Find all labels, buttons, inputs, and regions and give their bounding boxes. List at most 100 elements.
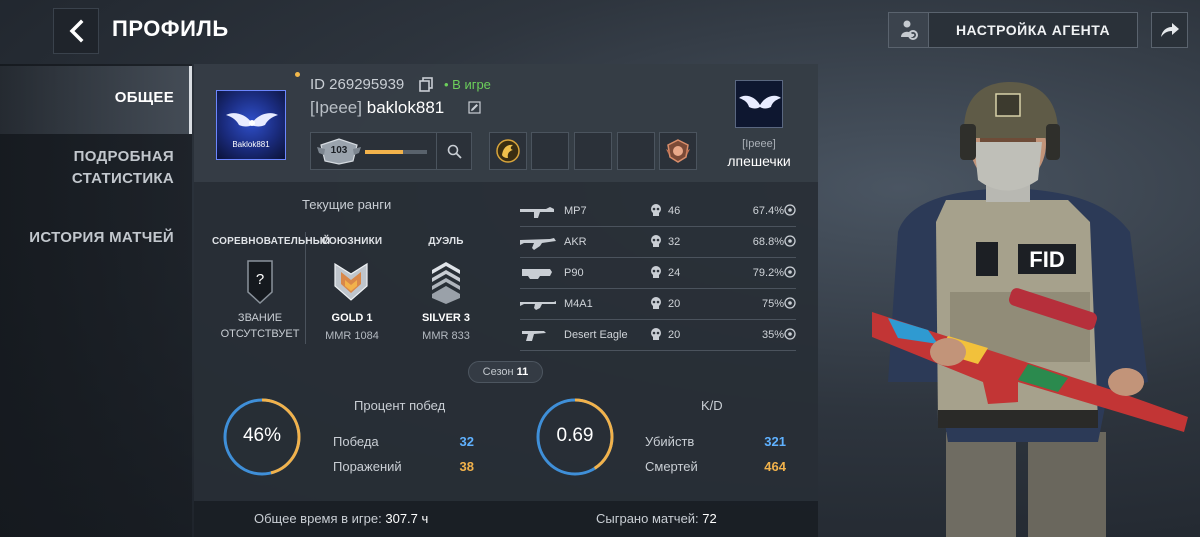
rank-divider: [305, 232, 306, 344]
profile-header: Baklok881 ID 269295939 • В игре [Ipeee] …: [194, 64, 818, 182]
weapon-kills: 32: [668, 236, 681, 248]
rank-name-duel: SILVER 3: [421, 312, 471, 324]
weapon-kills: 20: [668, 329, 681, 341]
winrate-title: Процент побед: [354, 398, 446, 413]
edit-pencil-icon[interactable]: [468, 101, 481, 114]
weapon-accuracy: 75%: [761, 298, 784, 310]
weapon-name: MP7: [564, 205, 587, 217]
nav-label: СТАТИСТИКА: [71, 170, 174, 187]
agent-character-figure: FID: [872, 82, 1188, 537]
page-title: ПРОФИЛЬ: [112, 16, 229, 41]
level-progress-bar: [365, 150, 427, 154]
kills-label: Убийств: [645, 434, 695, 449]
deaths-label: Смертей: [645, 459, 698, 474]
rank-mode-duel: ДУЭЛЬ: [428, 236, 464, 247]
level-search-button[interactable]: [436, 133, 472, 169]
weapon-row[interactable]: Desert Eagle 20 35%: [520, 320, 796, 351]
avatar-name: Baklok881: [232, 140, 270, 149]
weapon-row[interactable]: M4A1 20 75%: [520, 289, 796, 320]
winrate-value: 46%: [242, 425, 282, 446]
golden-dragon-badge-icon: [496, 139, 520, 163]
playtime: Общее время в игре: 307.7 ч: [254, 511, 428, 526]
season-label: Сезон: [482, 366, 514, 378]
panel-footer: Общее время в игре: 307.7 ч Сыграно матч…: [194, 501, 818, 537]
rank-mode-allies: СОЮЗНИКИ: [321, 236, 383, 247]
profile-panel: Baklok881 ID 269295939 • В игре [Ipeee] …: [194, 64, 818, 537]
skull-icon: [651, 266, 661, 278]
badge-slot-dragon[interactable]: [489, 132, 527, 170]
clan-logo[interactable]: [735, 80, 783, 128]
gold-rank-icon[interactable]: [331, 260, 371, 304]
weapon-name: P90: [564, 267, 584, 279]
skull-icon: [651, 235, 661, 247]
nav-item-detailed-stats[interactable]: ПОДРОБНАЯ СТАТИСТИКА: [72, 146, 174, 190]
kd-ring: [536, 398, 614, 476]
wings-emblem-icon: [226, 113, 278, 127]
kd-title: K/D: [701, 398, 723, 413]
matches-value: 72: [702, 511, 717, 526]
side-nav: ОБЩЕЕ ПОДРОБНАЯ СТАТИСТИКА ИСТОРИЯ МАТЧЕ…: [0, 64, 192, 537]
silver-rank-icon[interactable]: [428, 260, 464, 306]
clan-name: лпешечки: [727, 153, 791, 169]
share-button[interactable]: [1151, 12, 1188, 48]
headshot-target-icon: [784, 204, 796, 216]
badge-slot-empty-1[interactable]: [531, 132, 569, 170]
weapon-accuracy: 35%: [761, 329, 784, 341]
rank-name-allies: GOLD 1: [331, 312, 373, 324]
headshot-target-icon: [784, 297, 796, 309]
no-rank-icon[interactable]: ?: [247, 260, 273, 304]
agent-settings-button[interactable]: НАСТРОЙКА АГЕНТА: [888, 12, 1138, 48]
badge-slot-empty-3[interactable]: [617, 132, 655, 170]
clan-wings-icon: [739, 95, 781, 109]
badge-slot-empty-2[interactable]: [574, 132, 612, 170]
search-icon: [447, 144, 462, 159]
weapon-name: M4A1: [564, 298, 593, 310]
nav-item-general[interactable]: ОБЩЕЕ: [115, 87, 174, 109]
agent-gear-icon: [889, 13, 929, 47]
copy-icon[interactable]: [419, 77, 433, 92]
losses-value: 38: [459, 459, 474, 474]
online-status: • В игре: [444, 77, 491, 92]
weapon-name: Desert Eagle: [564, 329, 628, 341]
nav-label: ОБЩЕЕ: [114, 89, 174, 106]
season-selector[interactable]: Сезон 11: [468, 361, 543, 383]
level-progress-fill: [365, 150, 404, 154]
weapon-row[interactable]: MP7 46 67.4%: [520, 196, 796, 227]
nav-item-match-history[interactable]: ИСТОРИЯ МАТЧЕЙ: [29, 227, 174, 249]
back-button[interactable]: [53, 8, 99, 54]
weapon-kills: 24: [668, 267, 681, 279]
weapon-silhouette-icon: [522, 331, 546, 341]
weapon-kills: 46: [668, 205, 681, 217]
losses-label: Поражений: [333, 459, 402, 474]
ranks-title: Текущие ранги: [302, 197, 392, 212]
matches-played: Сыграно матчей: 72: [596, 511, 717, 526]
nav-active-highlight: [0, 66, 192, 134]
player-id: ID 269295939: [310, 76, 405, 93]
skull-icon: [651, 297, 661, 309]
headshot-target-icon: [784, 266, 796, 278]
badge-slot-medal[interactable]: [659, 132, 697, 170]
svg-text:?: ?: [256, 271, 264, 288]
weapon-accuracy: 67.4%: [752, 205, 784, 217]
chevron-left-icon: [69, 19, 84, 43]
weapon-silhouette-icon: [520, 207, 554, 218]
rank-mode-competitive: СОРЕВНОВАТЕЛЬНЫЙ: [212, 236, 331, 247]
wins-label: Победа: [333, 434, 379, 449]
nav-label: ПОДРОБНАЯ: [73, 148, 174, 165]
weapon-silhouette-icon: [520, 238, 556, 250]
nickname: baklok881: [366, 98, 445, 117]
avatar[interactable]: Baklok881: [216, 90, 286, 160]
rank-mmr-allies: MMR 1084: [325, 330, 379, 342]
clan-tag: [Ipeee]: [742, 138, 776, 150]
level-box: 103: [310, 132, 472, 170]
wins-value: 32: [459, 434, 474, 449]
svg-text:FID: FID: [1029, 247, 1064, 272]
weapon-silhouette-icon: [522, 269, 552, 279]
kills-value: 321: [764, 434, 786, 449]
rank-name-competitive: ЗВАНИЕ: [237, 312, 283, 324]
playtime-label: Общее время в игре:: [254, 511, 382, 526]
weapon-kills: 20: [668, 298, 681, 310]
share-arrow-icon: [1160, 23, 1179, 37]
